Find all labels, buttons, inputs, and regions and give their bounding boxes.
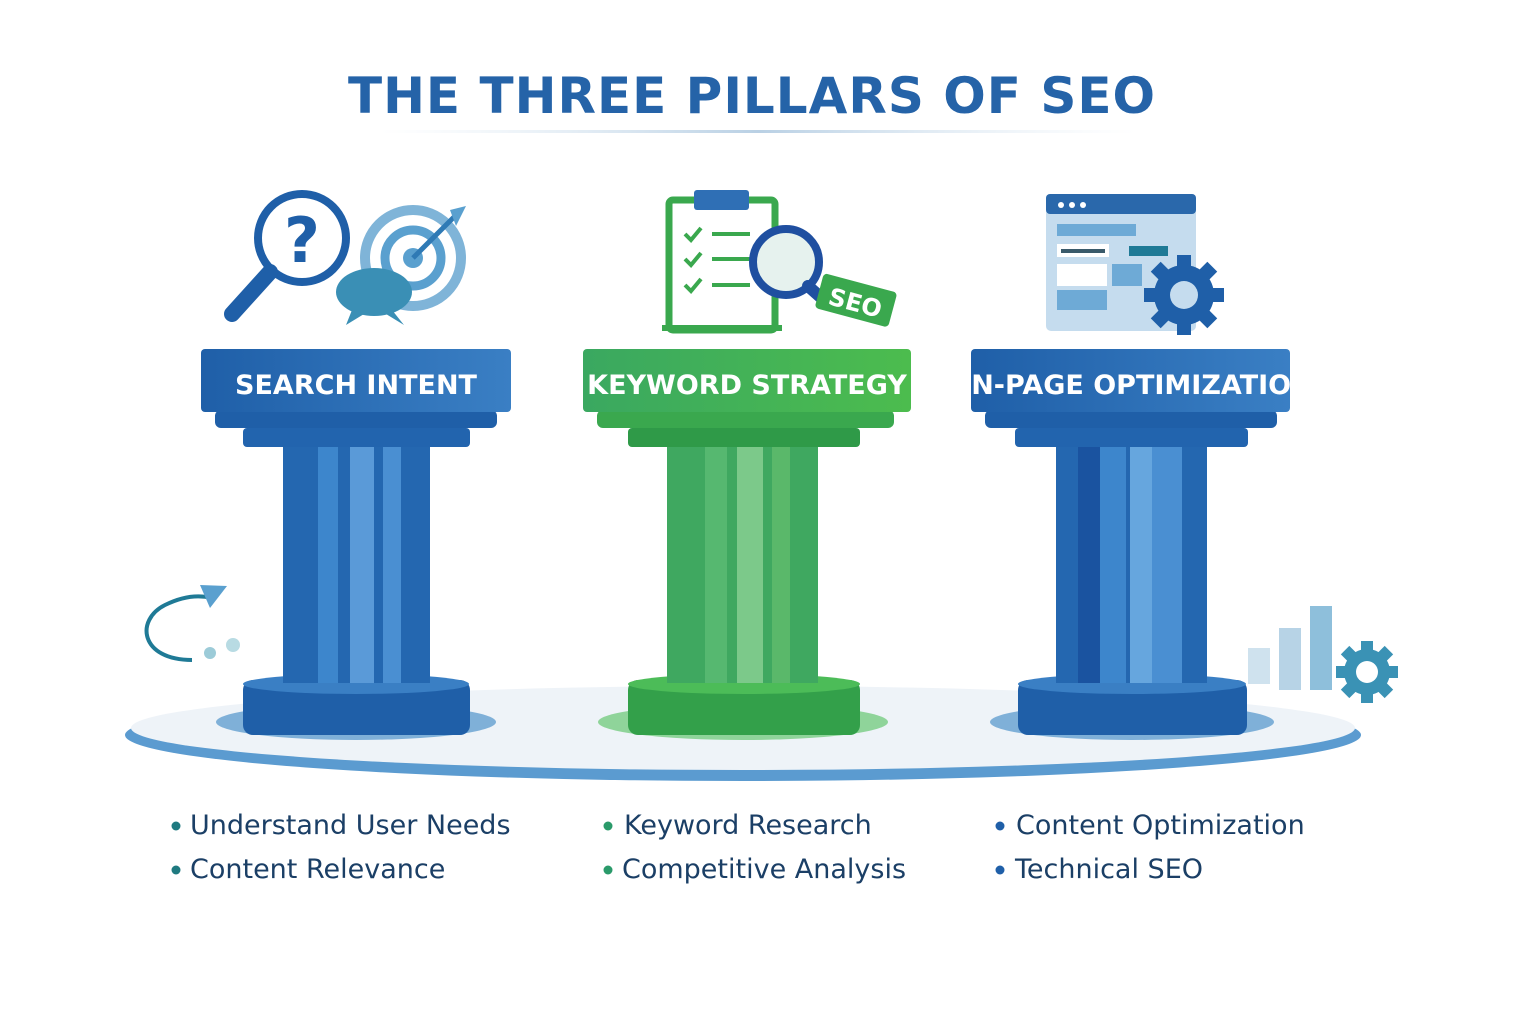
pillar-search-intent: SEARCH INTENT (201, 349, 511, 740)
bullet-list-keyword-strategy: Keyword Research Competitive Analysis (603, 810, 906, 885)
pillar-on-page-optimization: ON-PAGE OPTIMIZATION (948, 349, 1314, 740)
page-title: THE THREE PILLARS OF SEO (348, 67, 1156, 125)
bullet-item: Competitive Analysis (622, 854, 906, 885)
bullet-item: Content Relevance (190, 854, 445, 885)
pillar-label: SEARCH INTENT (235, 370, 477, 401)
bullet-item: Technical SEO (1014, 854, 1203, 885)
gear-icon (1336, 641, 1398, 703)
checklist-clipboard-icon (662, 190, 782, 334)
bullet-item: Content Optimization (1016, 810, 1305, 841)
magnifier-icon (749, 225, 832, 308)
pillar-label: KEYWORD STRATEGY (587, 370, 907, 401)
curved-arrow-icon (144, 585, 240, 662)
svg-text:?: ? (284, 204, 320, 277)
pillar-keyword-strategy: KEYWORD STRATEGY (583, 349, 911, 740)
bar-chart-icon (1248, 606, 1332, 690)
bullet-item: Understand User Needs (190, 810, 511, 841)
bullet-item: Keyword Research (624, 810, 872, 841)
pillar-label: ON-PAGE OPTIMIZATION (948, 370, 1313, 401)
speech-bubble-icon (336, 268, 412, 325)
target-arrow-icon (360, 205, 466, 311)
bullet-list-search-intent: Understand User Needs Content Relevance (171, 810, 511, 885)
title-underline (380, 130, 1136, 133)
bullet-list-on-page-optimization: Content Optimization Technical SEO (995, 810, 1305, 885)
seo-tag-icon: SEO (815, 273, 897, 327)
gear-icon (1144, 255, 1224, 335)
magnifier-question-icon: ? (224, 190, 350, 322)
